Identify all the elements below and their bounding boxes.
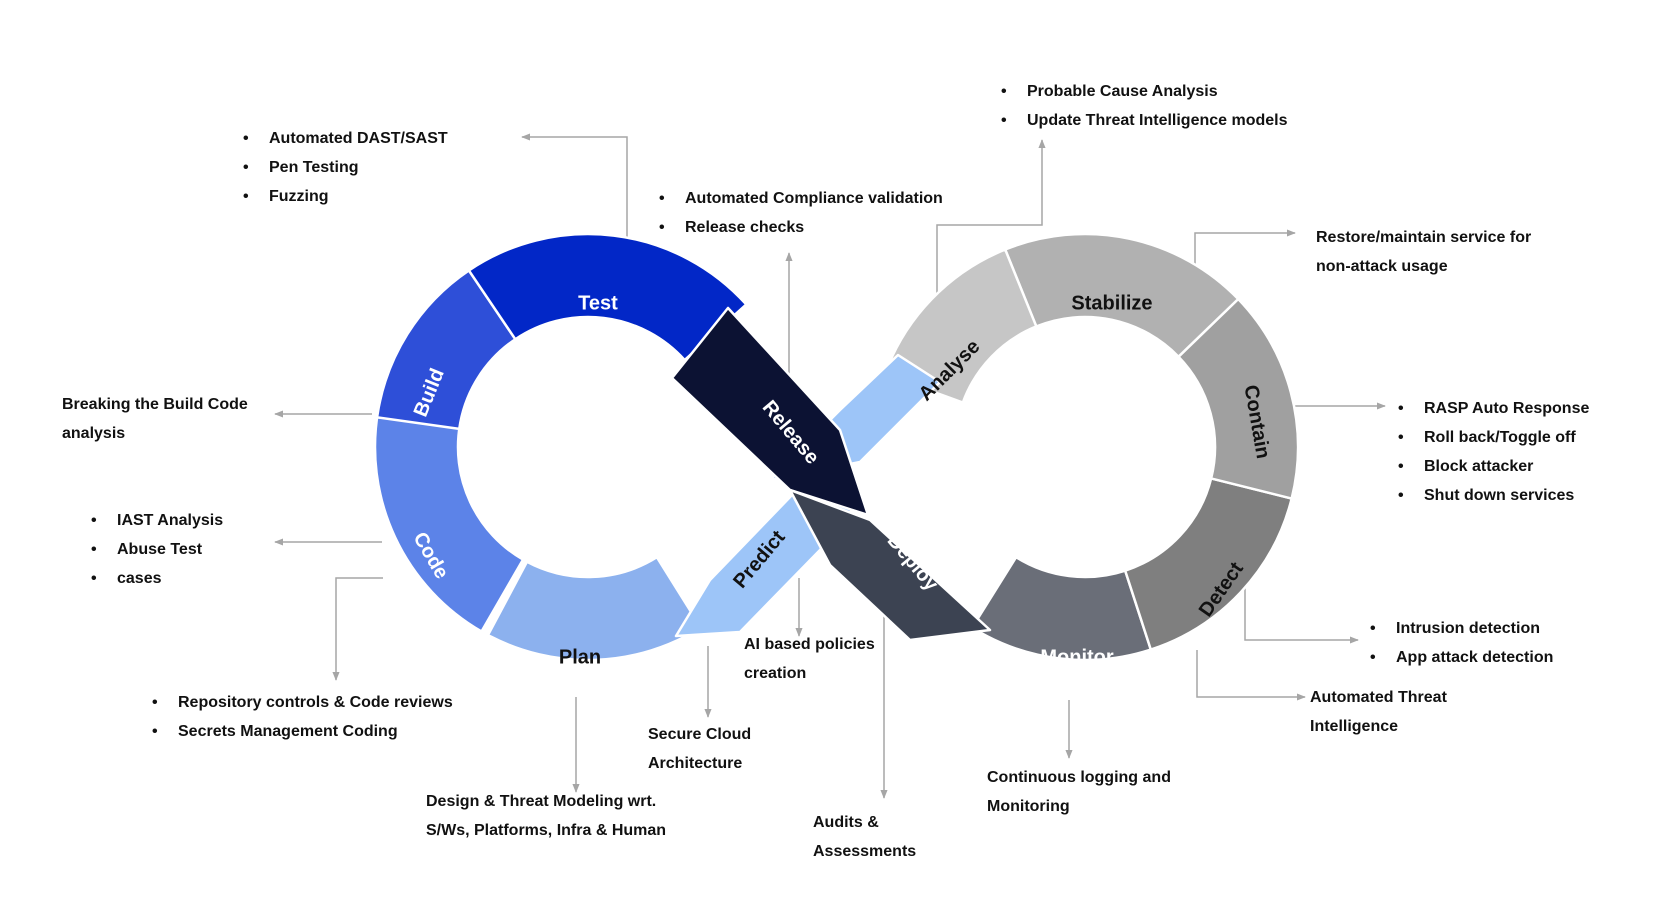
note-item: cases <box>89 564 223 593</box>
predict-notes: AI based policies creation <box>744 630 875 688</box>
connector-lines <box>274 133 1386 799</box>
note-line: Breaking the Build Code <box>62 396 248 413</box>
note-line: non-attack usage <box>1316 258 1448 275</box>
note-item: Secrets Management Coding <box>150 717 453 746</box>
code-notes: IAST Analysis Abuse Test cases <box>89 506 223 593</box>
stage-label-plan: Plan <box>559 646 601 668</box>
test-notes: Automated DAST/SAST Pen Testing Fuzzing <box>241 124 448 211</box>
note-item: Abuse Test <box>89 535 223 564</box>
note-item: App attack detection <box>1368 643 1553 672</box>
connector-analyse <box>936 139 1046 320</box>
plan-cloud-notes: Secure Cloud Architecture <box>648 720 751 778</box>
connector-detect-intel <box>1196 650 1306 701</box>
plan-repo-notes: Repository controls & Code reviews Secre… <box>150 688 453 746</box>
connector-code-down <box>332 577 383 681</box>
plan-design-notes: Design & Threat Modeling wrt. S/Ws, Plat… <box>426 787 666 845</box>
note-item: Update Threat Intelligence models <box>999 106 1288 135</box>
connector-detect <box>1244 585 1359 644</box>
note-item: RASP Auto Response <box>1396 394 1589 423</box>
note-line: Secure Cloud <box>648 726 752 743</box>
note-line: Automated Threat <box>1310 689 1447 706</box>
note-item: Automated Compliance validation <box>657 184 943 213</box>
note-item: Automated DAST/SAST <box>241 124 448 153</box>
contain-notes: RASP Auto Response Roll back/Toggle off … <box>1396 394 1589 510</box>
note-item: Release checks <box>657 213 943 242</box>
segment-stabilize <box>1003 232 1240 358</box>
note-line: Continuous logging and <box>987 769 1171 786</box>
note-line: creation <box>744 665 807 682</box>
detect-notes: Intrusion detection App attack detection <box>1368 614 1553 672</box>
stage-label-test: Test <box>578 292 618 314</box>
note-line: Intelligence <box>1310 718 1399 735</box>
note-item: IAST Analysis <box>89 506 223 535</box>
note-line: analysis <box>62 425 126 442</box>
monitor-notes: Continuous logging and Monitoring <box>987 763 1171 821</box>
stage-label-monitor: Monitor <box>1040 646 1114 668</box>
segment-plan <box>486 555 703 662</box>
segment-test <box>467 232 748 362</box>
connector-test <box>521 133 628 260</box>
note-item: Probable Cause Analysis <box>999 77 1288 106</box>
note-line: Audits & <box>813 814 879 831</box>
segment-monitor <box>970 555 1153 662</box>
segment-contain <box>1177 297 1300 500</box>
analyse-notes: Probable Cause Analysis Update Threat In… <box>999 77 1288 135</box>
note-line: Architecture <box>648 755 743 772</box>
note-item: Pen Testing <box>241 153 448 182</box>
note-line: Restore/maintain service for <box>1316 229 1532 246</box>
note-item: Fuzzing <box>241 182 448 211</box>
stage-label-stabilize: Stabilize <box>1071 292 1152 314</box>
segment-detect <box>1123 477 1293 651</box>
note-item: Intrusion detection <box>1368 614 1553 643</box>
release-notes: Automated Compliance validation Release … <box>657 184 943 242</box>
note-line: Monitoring <box>987 798 1070 815</box>
build-notes: Breaking the Build Code analysis <box>62 390 248 448</box>
note-line: Design & Threat Modeling wrt. <box>426 793 657 810</box>
segment-release <box>670 306 870 517</box>
detect-intel-notes: Automated Threat Intelligence <box>1310 683 1447 741</box>
stabilize-notes: Restore/maintain service for non-attack … <box>1316 223 1531 281</box>
segment-code <box>373 408 525 633</box>
segment-deploy <box>788 488 992 642</box>
note-line: AI based policies <box>744 636 875 653</box>
note-line: S/Ws, Platforms, Infra & Human <box>426 822 667 839</box>
note-item: Roll back/Toggle off <box>1396 423 1589 452</box>
segment-analyse <box>883 248 1038 404</box>
deploy-notes: Audits & Assessments <box>813 808 916 866</box>
note-item: Shut down services <box>1396 481 1589 510</box>
note-line: Assessments <box>813 843 917 860</box>
note-item: Block attacker <box>1396 452 1589 481</box>
note-item: Repository controls & Code reviews <box>150 688 453 717</box>
